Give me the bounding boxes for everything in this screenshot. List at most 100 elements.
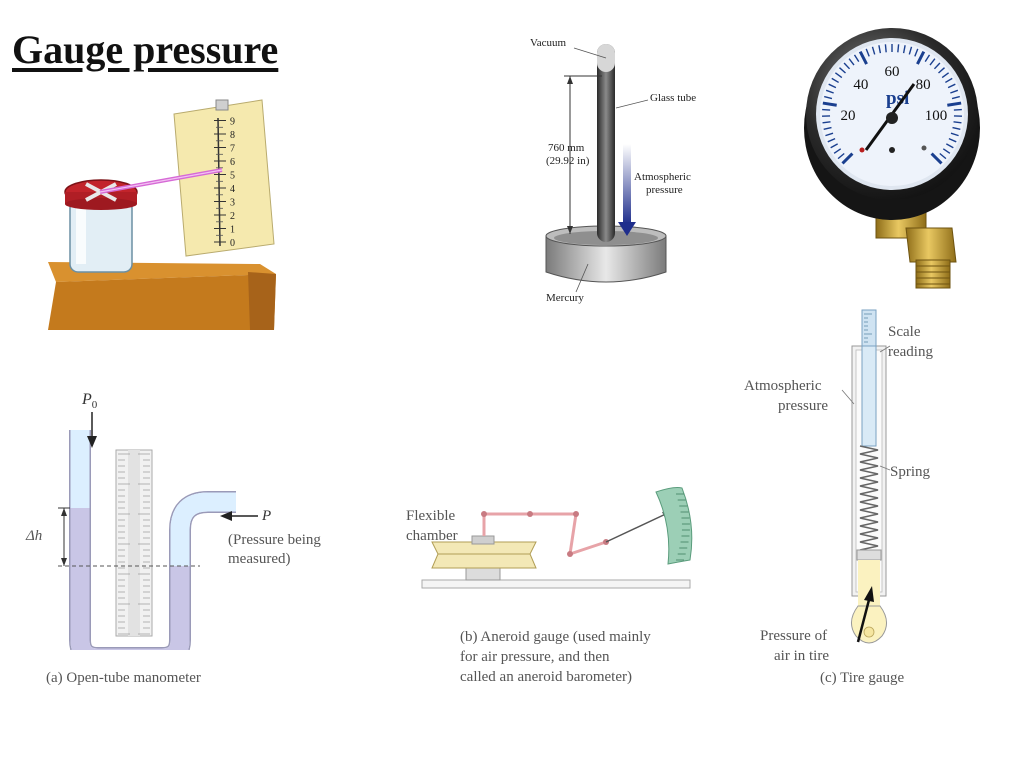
label-pressure-being: (Pressure being — [228, 532, 321, 548]
dial-minor-tick — [950, 89, 959, 94]
dial-minor-tick — [831, 77, 839, 84]
aneroid-scale — [655, 487, 693, 565]
table-edge — [248, 272, 276, 330]
paper-scale — [173, 99, 275, 257]
manometer-liquid — [70, 508, 190, 650]
dial-minor-tick — [825, 89, 834, 94]
dial-minor-tick — [871, 46, 876, 55]
dial-minor-tick — [933, 62, 941, 70]
dial-minor-tick — [848, 58, 855, 66]
label-height-mm: 760 mm — [548, 142, 585, 154]
dial-minor-tick — [924, 54, 931, 63]
dial-minor-tick — [824, 95, 833, 100]
dial-number: 20 — [841, 108, 856, 124]
dial-minor-tick — [884, 44, 887, 53]
dial-minor-tick — [825, 132, 834, 137]
dial-minor-tick — [948, 137, 957, 143]
label-mercury: Mercury — [546, 292, 584, 304]
caption-tire-gauge: (c) Tire gauge — [820, 670, 905, 686]
label-scale: Scale — [888, 324, 921, 340]
dial-minor-tick — [945, 77, 953, 84]
tire-spring-coil — [859, 445, 879, 551]
label-p0: P0 — [82, 390, 97, 415]
dial-minor-tick — [865, 48, 870, 57]
psi-dial-gauge: 20 40 60 80 100 psi — [804, 28, 980, 289]
dial-minor-tick — [853, 54, 860, 63]
ruler-tick-label: 8 — [230, 130, 235, 141]
dial-minor-tick — [834, 72, 843, 79]
aneroid-gauge-diagram — [421, 487, 693, 589]
aneroid-pointer — [605, 511, 671, 543]
dial-minor-tick — [908, 46, 913, 55]
dial-major-tick — [822, 101, 837, 107]
label-air-in-tire: air in tire — [774, 648, 829, 664]
dial-minor-tick — [843, 62, 851, 70]
dial-minor-tick — [902, 45, 906, 54]
dial-major-tick — [916, 50, 926, 65]
dial-minor-tick — [837, 152, 845, 160]
dial-minor-tick — [914, 48, 919, 57]
table-front — [48, 274, 276, 330]
glass-tube — [597, 44, 615, 242]
dial-minor-tick — [828, 83, 837, 89]
dial-minor-tick — [950, 132, 959, 137]
ruler-tick-label: 0 — [230, 238, 235, 249]
label-vacuum: Vacuum — [530, 37, 567, 49]
ruler-tick-label: 9 — [230, 117, 235, 128]
ruler-tick-label: 1 — [230, 225, 235, 236]
label-pressure-of: Pressure of — [760, 628, 828, 644]
label-height-in: (29.92 in) — [546, 155, 590, 167]
ruler-tick-label: 3 — [230, 198, 235, 209]
label-p: P — [262, 508, 272, 524]
label-flexible: Flexible — [406, 508, 456, 524]
dial-number: 100 — [925, 108, 948, 124]
dial-minor-tick — [941, 72, 950, 79]
label-atmospheric-pressure: pressure — [646, 184, 683, 196]
label-reading: reading — [888, 344, 933, 360]
tire-gauge-diagram — [841, 309, 891, 644]
dial-minor-tick — [939, 152, 947, 160]
label-p0-symbol: P — [82, 391, 92, 408]
open-tube-manometer-diagram — [58, 412, 258, 650]
ruler-tick-label: 4 — [230, 184, 235, 195]
dial-number: 40 — [853, 77, 868, 93]
dial-minor-tick — [839, 67, 846, 74]
label-atmospheric: Atmospheric — [634, 171, 691, 183]
dial-minor-tick — [945, 143, 954, 149]
dial-major-tick — [947, 101, 962, 107]
dial-minor-tick — [929, 58, 936, 66]
dial-minor-tick — [942, 148, 951, 154]
dial-minor-tick — [953, 108, 962, 111]
dial-minor-tick — [822, 121, 831, 124]
dial-major-tick — [841, 152, 854, 165]
dial-minor-tick — [938, 67, 945, 74]
caption-aneroid-2: for air pressure, and then — [460, 649, 610, 665]
dial-minor-tick — [897, 44, 900, 53]
ruler-tick-label: 5 — [230, 171, 235, 182]
caption-aneroid-3: called an aneroid barometer) — [460, 669, 632, 685]
label-chamber: chamber — [406, 528, 458, 544]
dial-minor-tick — [823, 126, 832, 130]
dial-minor-tick — [878, 45, 882, 54]
dial-minor-tick — [830, 143, 839, 149]
gauge-unit: psi — [886, 88, 909, 109]
label-p0-subscript: 0 — [91, 399, 98, 412]
caption-aneroid-1: (b) Aneroid gauge (used mainly — [460, 629, 651, 645]
dial-minor-tick — [947, 83, 956, 89]
dial-minor-tick — [833, 148, 842, 154]
label-tire-atmospheric-pressure: pressure — [778, 398, 828, 414]
dial-major-tick — [858, 50, 868, 65]
ruler-tick-label: 2 — [230, 211, 235, 222]
ruler-tick-label: 6 — [230, 157, 235, 168]
caption-open-tube-manometer: (a) Open-tube manometer — [46, 670, 201, 686]
mercury-barometer-diagram — [545, 44, 667, 293]
label-tire-atmospheric: Atmospheric — [744, 378, 822, 394]
dial-major-tick — [930, 152, 943, 165]
dial-minor-tick — [822, 108, 831, 111]
dial-number: 80 — [916, 77, 931, 93]
dial-number: 60 — [885, 64, 900, 80]
dial-minor-tick — [951, 95, 960, 100]
mercury-dish — [545, 235, 667, 283]
dial-minor-tick — [953, 121, 962, 124]
